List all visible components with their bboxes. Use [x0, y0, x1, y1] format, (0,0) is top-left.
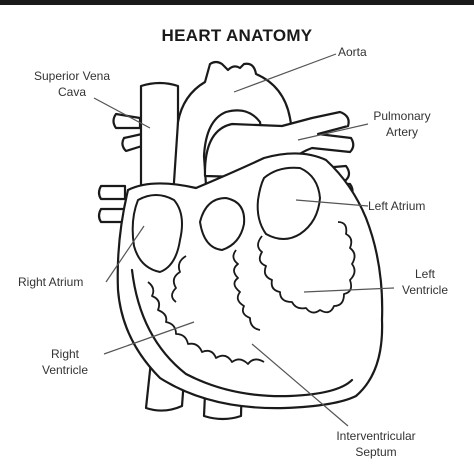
- label-ivs-line1: Interventricular: [336, 429, 416, 443]
- label-aorta: Aorta: [338, 45, 367, 59]
- label-pa-line1: Pulmonary: [373, 109, 431, 123]
- top-border: [0, 0, 474, 5]
- left-ventricle-wall: [257, 221, 356, 314]
- diagram-title: HEART ANATOMY: [161, 26, 313, 45]
- label-pa-line2: Artery: [385, 125, 418, 139]
- label-ivs-line2: Septum: [355, 445, 397, 459]
- svc-branch-lower: [121, 132, 144, 153]
- label-superior-vena-cava: Superior Vena Cava: [22, 68, 122, 100]
- leader-pulmonary: [297, 123, 369, 141]
- label-interventricular-septum: Interventricular Septum: [318, 428, 434, 460]
- label-lv-line1: Left: [414, 267, 435, 281]
- label-rv-line2: Ventricle: [41, 363, 89, 377]
- right-ventricle-inner: [171, 255, 187, 303]
- label-svc-line1: Superior Vena: [33, 69, 111, 83]
- label-rv-line1: Right: [50, 347, 79, 361]
- heart-outer: [116, 152, 384, 410]
- label-right-ventricle: Right Ventricle: [30, 346, 100, 378]
- atrial-septum-lobe: [199, 197, 246, 251]
- leader-septum: [251, 343, 349, 427]
- label-right-atrium: Right Atrium: [18, 275, 84, 289]
- leader-left-ventricle: [303, 287, 395, 293]
- leader-right-atrium: [105, 225, 145, 283]
- svc-branch-upper: [112, 112, 142, 130]
- right-ventricle-wall: [147, 281, 265, 365]
- pulmonary-vein-left-lower: [97, 207, 127, 224]
- leader-aorta: [233, 53, 337, 93]
- leader-left-atrium: [295, 199, 369, 207]
- label-lv-line2: Ventricle: [401, 283, 449, 297]
- leader-svc: [93, 97, 151, 129]
- heart-inner-wall: [130, 268, 354, 398]
- aortic-arch: [170, 60, 294, 216]
- label-svc-line2: Cava: [57, 85, 86, 99]
- septum-left-edge: [232, 249, 261, 331]
- label-pulmonary-artery: Pulmonary Artery: [362, 108, 442, 140]
- left-atrium-chamber: [256, 166, 321, 240]
- label-left-ventricle: Left Ventricle: [390, 266, 460, 298]
- superior-vena-cava: [139, 81, 180, 202]
- leader-right-ventricle: [103, 321, 195, 355]
- label-left-atrium: Left Atrium: [368, 199, 426, 213]
- pulmonary-vein-left-upper: [97, 184, 127, 201]
